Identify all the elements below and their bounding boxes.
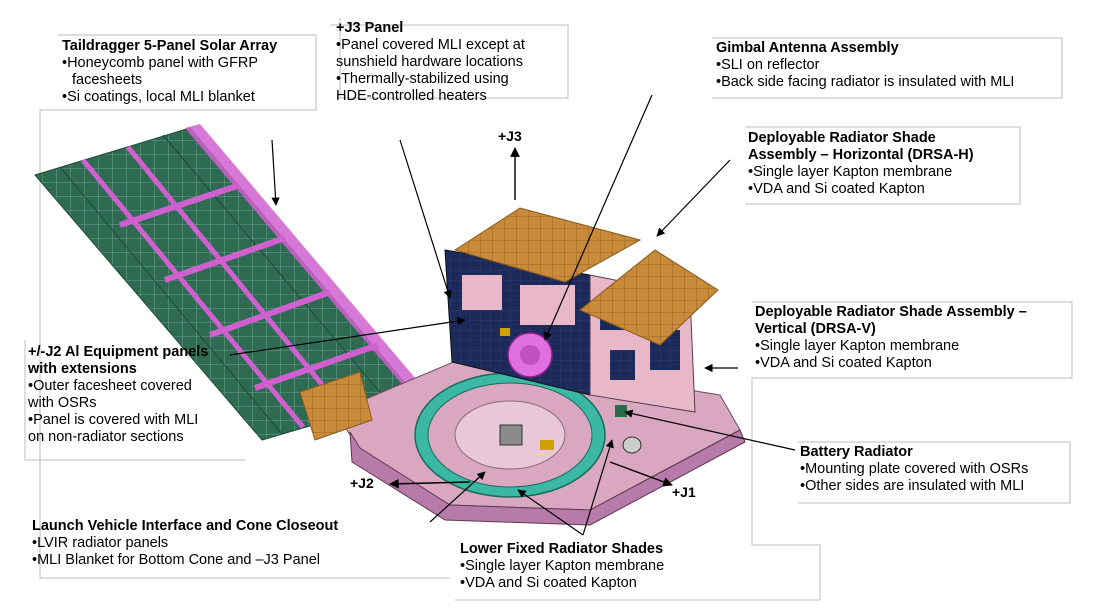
leader-lines: [229, 94, 796, 536]
callout-drsa-h: Deployable Radiator Shade Assembly – Hor…: [748, 130, 974, 198]
callout-j2-panels: +/-J2 Al Equipment panels with extension…: [28, 344, 208, 446]
callout-line: •Panel covered MLI except at: [336, 37, 525, 53]
callout-lv-interface: Launch Vehicle Interface and Cone Closeo…: [32, 518, 338, 569]
callout-title: Vertical (DRSA-V): [755, 321, 876, 337]
callout-line: •Back side facing radiator is insulated …: [716, 74, 1015, 90]
callout-lower-shades: Lower Fixed Radiator Shades •Single laye…: [460, 541, 664, 592]
axis-arrows: [389, 147, 673, 489]
callout-line: •VDA and Si coated Kapton: [748, 181, 925, 197]
callout-title: Battery Radiator: [800, 444, 913, 460]
solar-array: [34, 124, 427, 441]
lower-radiator-ring: [414, 372, 606, 498]
callout-title: +/-J2 Al Equipment panels: [28, 344, 209, 360]
callout-drsa-v: Deployable Radiator Shade Assembly – Ver…: [755, 304, 1027, 372]
callout-line: •VDA and Si coated Kapton: [755, 355, 932, 371]
callout-title: Gimbal Antenna Assembly: [716, 40, 899, 56]
callout-line: •Honeycomb panel with GFRP: [62, 55, 259, 71]
callout-title: Assembly – Horizontal (DRSA-H): [748, 147, 974, 163]
axis-label-j3: +J3: [498, 128, 522, 144]
callout-title: +J3 Panel: [336, 20, 404, 36]
callout-line: •LVIR radiator panels: [32, 535, 169, 551]
callout-line: •Thermally-stabilized using: [336, 71, 509, 87]
callout-frames: [24, 18, 1073, 601]
callout-line: •SLI on reflector: [716, 57, 820, 73]
callout-gimbal-antenna: Gimbal Antenna Assembly •SLI on reflecto…: [716, 40, 1014, 91]
callout-line: •Single layer Kapton membrane: [460, 558, 665, 574]
callout-title: Lower Fixed Radiator Shades: [460, 541, 664, 557]
battery-radiator: [615, 405, 642, 454]
axis-label-j2: +J2: [350, 475, 374, 491]
callout-line: with OSRs: [28, 395, 97, 411]
callout-battery-radiator: Battery Radiator •Mounting plate covered…: [800, 444, 1028, 495]
callout-line: HDE-controlled heaters: [336, 88, 487, 104]
callout-title: with extensions: [28, 361, 137, 377]
callout-title: Deployable Radiator Shade: [748, 130, 936, 146]
callout-line: •MLI Blanket for Bottom Cone and –J3 Pan…: [32, 552, 320, 568]
callout-line: •Mounting plate covered with OSRs: [800, 461, 1029, 477]
callout-line: •Single layer Kapton membrane: [755, 338, 960, 354]
callout-line: on non-radiator sections: [28, 429, 184, 445]
radiator-shades: [453, 207, 719, 346]
callout-title: Taildragger 5-Panel Solar Array: [62, 38, 278, 54]
callout-line: •Panel is covered with MLI: [28, 412, 199, 428]
callout-title: Deployable Radiator Shade Assembly –: [755, 304, 1027, 320]
callout-line: facesheets: [72, 72, 143, 88]
axis-label-j1: +J1: [672, 484, 696, 500]
callout-line: •Other sides are insulated with MLI: [800, 478, 1025, 494]
callout-solar-array: Taildragger 5-Panel Solar Array •Honeyco…: [62, 38, 277, 106]
callout-line: sunshield hardware locations: [336, 54, 523, 70]
callout-line: •VDA and Si coated Kapton: [460, 575, 637, 591]
callout-line: •Si coatings, local MLI blanket: [62, 89, 255, 105]
gimbal-antenna: [500, 328, 553, 378]
callout-line: •Outer facesheet covered: [28, 378, 192, 394]
callout-title: Launch Vehicle Interface and Cone Closeo…: [32, 518, 339, 534]
callout-j3-panel: +J3 Panel •Panel covered MLI except at s…: [336, 20, 525, 105]
callout-line: •Single layer Kapton membrane: [748, 164, 953, 180]
